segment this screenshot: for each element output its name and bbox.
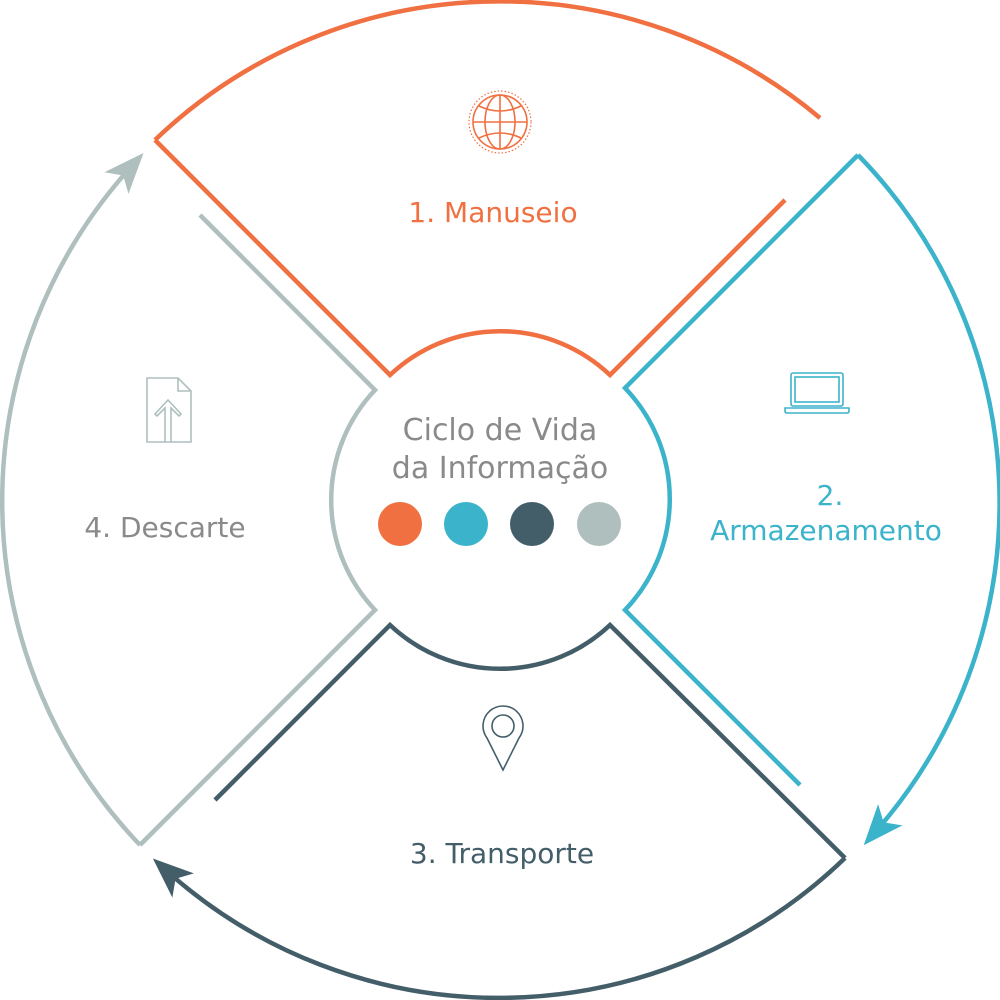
segment-descarte [0,152,379,847]
stage-label-armazenamento: Armazenamento [710,514,942,547]
segment-manuseio [153,0,822,379]
center-title-line1: Ciclo de Vida [403,413,598,448]
dot-blue [444,502,488,546]
outer-arc-armazenamento [856,153,1000,846]
stage-label-armazenamento-number: 2. [817,479,844,512]
segment-transporte [152,621,847,1000]
globe-icon [468,90,532,154]
dot-orange [378,502,422,546]
segment-border-armazenamento [621,153,860,787]
dot-gray [577,502,621,546]
center-title-line2: da Informação [392,451,608,486]
outer-arc-transporte [152,856,847,1000]
segment-border-manuseio [153,138,787,379]
segment-armazenamento [621,153,1000,846]
segment-border-transporte [213,621,847,860]
dot-dark [510,502,554,546]
stage-label-transporte: 3. Transporte [410,837,594,870]
stage-label-manuseio: 1. Manuseio [408,196,577,229]
laptop-icon [784,372,850,414]
segment-border-descarte [138,213,379,847]
stage-label-descarte: 4. Descarte [84,511,245,544]
map-pin-icon [482,705,524,772]
document-upload-icon [146,377,192,443]
outer-arc-descarte [0,152,144,847]
outer-arc-manuseio [153,0,822,142]
